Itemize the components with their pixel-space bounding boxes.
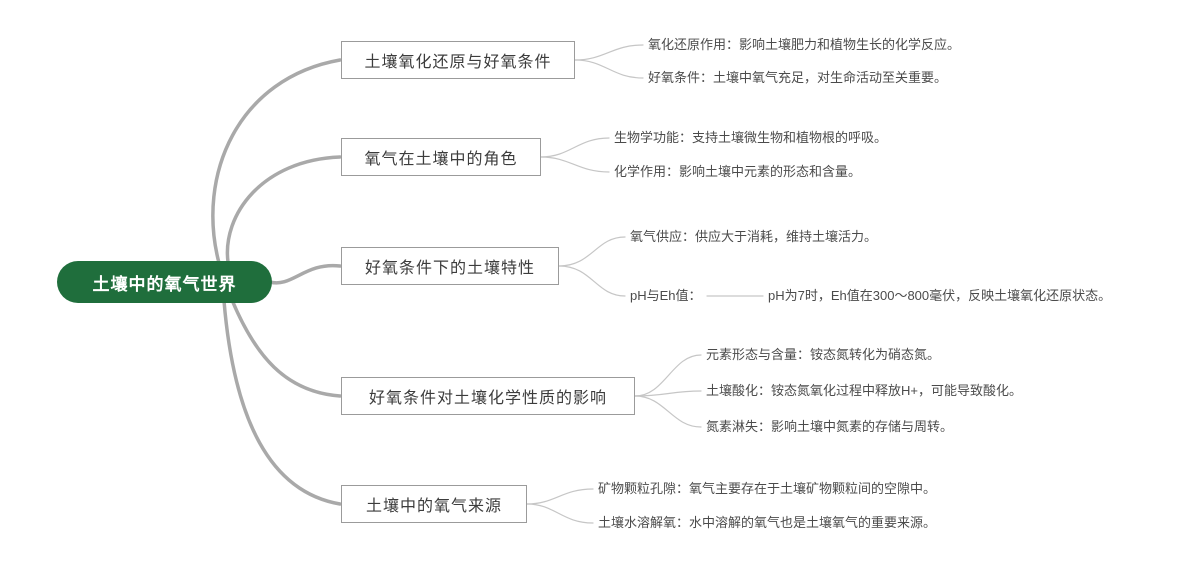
leaf-oxygen-supply[interactable]: 氧气供应：供应大于消耗，维持土壤活力。 bbox=[630, 229, 878, 244]
leaf-soil-acidification[interactable]: 土壤酸化：铵态氮氧化过程中释放H+，可能导致酸化。 bbox=[706, 383, 1022, 398]
edge-branch4-leaf2 bbox=[634, 390, 702, 397]
edge-branch1-leaf2 bbox=[574, 59, 644, 79]
leaf-nitrogen-leaching[interactable]: 氮素淋失：影响土壤中氮素的存储与周转。 bbox=[706, 419, 954, 434]
branch-node-soil-redox[interactable]: 土壤氧化还原与好氧条件 bbox=[341, 41, 575, 79]
edge-branch3-leaf2 bbox=[558, 265, 626, 297]
edge-root-branch-2 bbox=[225, 155, 342, 264]
leaf-biological-function[interactable]: 生物学功能：支持土壤微生物和植物根的呼吸。 bbox=[614, 130, 888, 145]
leaf-ph-eh-detail[interactable]: pH为7时，Eh值在300～800毫伏，反映土壤氧化还原状态。 bbox=[768, 288, 1112, 303]
edge-branch5-leaf2 bbox=[526, 503, 594, 524]
branch-node-aerobic-soil-traits[interactable]: 好氧条件下的土壤特性 bbox=[341, 247, 559, 285]
edge-root-branch-3 bbox=[268, 263, 342, 285]
leaf-redox-effect[interactable]: 氧化还原作用：影响土壤肥力和植物生长的化学反应。 bbox=[648, 37, 961, 52]
edge-branch4-leaf3 bbox=[634, 395, 702, 428]
edge-branch5-leaf1 bbox=[526, 488, 594, 505]
edge-branch2-leaf1 bbox=[540, 137, 610, 158]
edge-root-branch-5 bbox=[222, 299, 342, 506]
root-topic-node[interactable]: 土壤中的氧气世界 bbox=[57, 261, 272, 303]
leaf-mineral-pores[interactable]: 矿物颗粒孔隙：氧气主要存在于土壤矿物颗粒间的空隙中。 bbox=[598, 481, 937, 496]
leaf-dissolved-oxygen[interactable]: 土壤水溶解氧：水中溶解的氧气也是土壤氧气的重要来源。 bbox=[598, 515, 937, 530]
leaf-element-form[interactable]: 元素形态与含量：铵态氮转化为硝态氮。 bbox=[706, 347, 941, 362]
branch-node-chemical-effects[interactable]: 好氧条件对土壤化学性质的影响 bbox=[341, 377, 635, 415]
branch-node-oxygen-role[interactable]: 氧气在土壤中的角色 bbox=[341, 138, 541, 176]
branch-node-oxygen-sources[interactable]: 土壤中的氧气来源 bbox=[341, 485, 527, 523]
leaf-ph-eh-label[interactable]: pH与Eh值： bbox=[630, 288, 702, 303]
edge-branch1-leaf1 bbox=[574, 44, 644, 61]
leaf-aerobic-condition[interactable]: 好氧条件：土壤中氧气充足，对生命活动至关重要。 bbox=[648, 70, 948, 85]
edge-root-branch-4 bbox=[230, 298, 342, 398]
leaf-chemical-function[interactable]: 化学作用：影响土壤中元素的形态和含量。 bbox=[614, 164, 862, 179]
edge-branch2-leaf2 bbox=[540, 156, 610, 173]
edge-branch3-leaf1 bbox=[558, 236, 626, 267]
edge-branch4-leaf1 bbox=[634, 354, 702, 397]
edge-root-branch-1 bbox=[211, 58, 342, 265]
